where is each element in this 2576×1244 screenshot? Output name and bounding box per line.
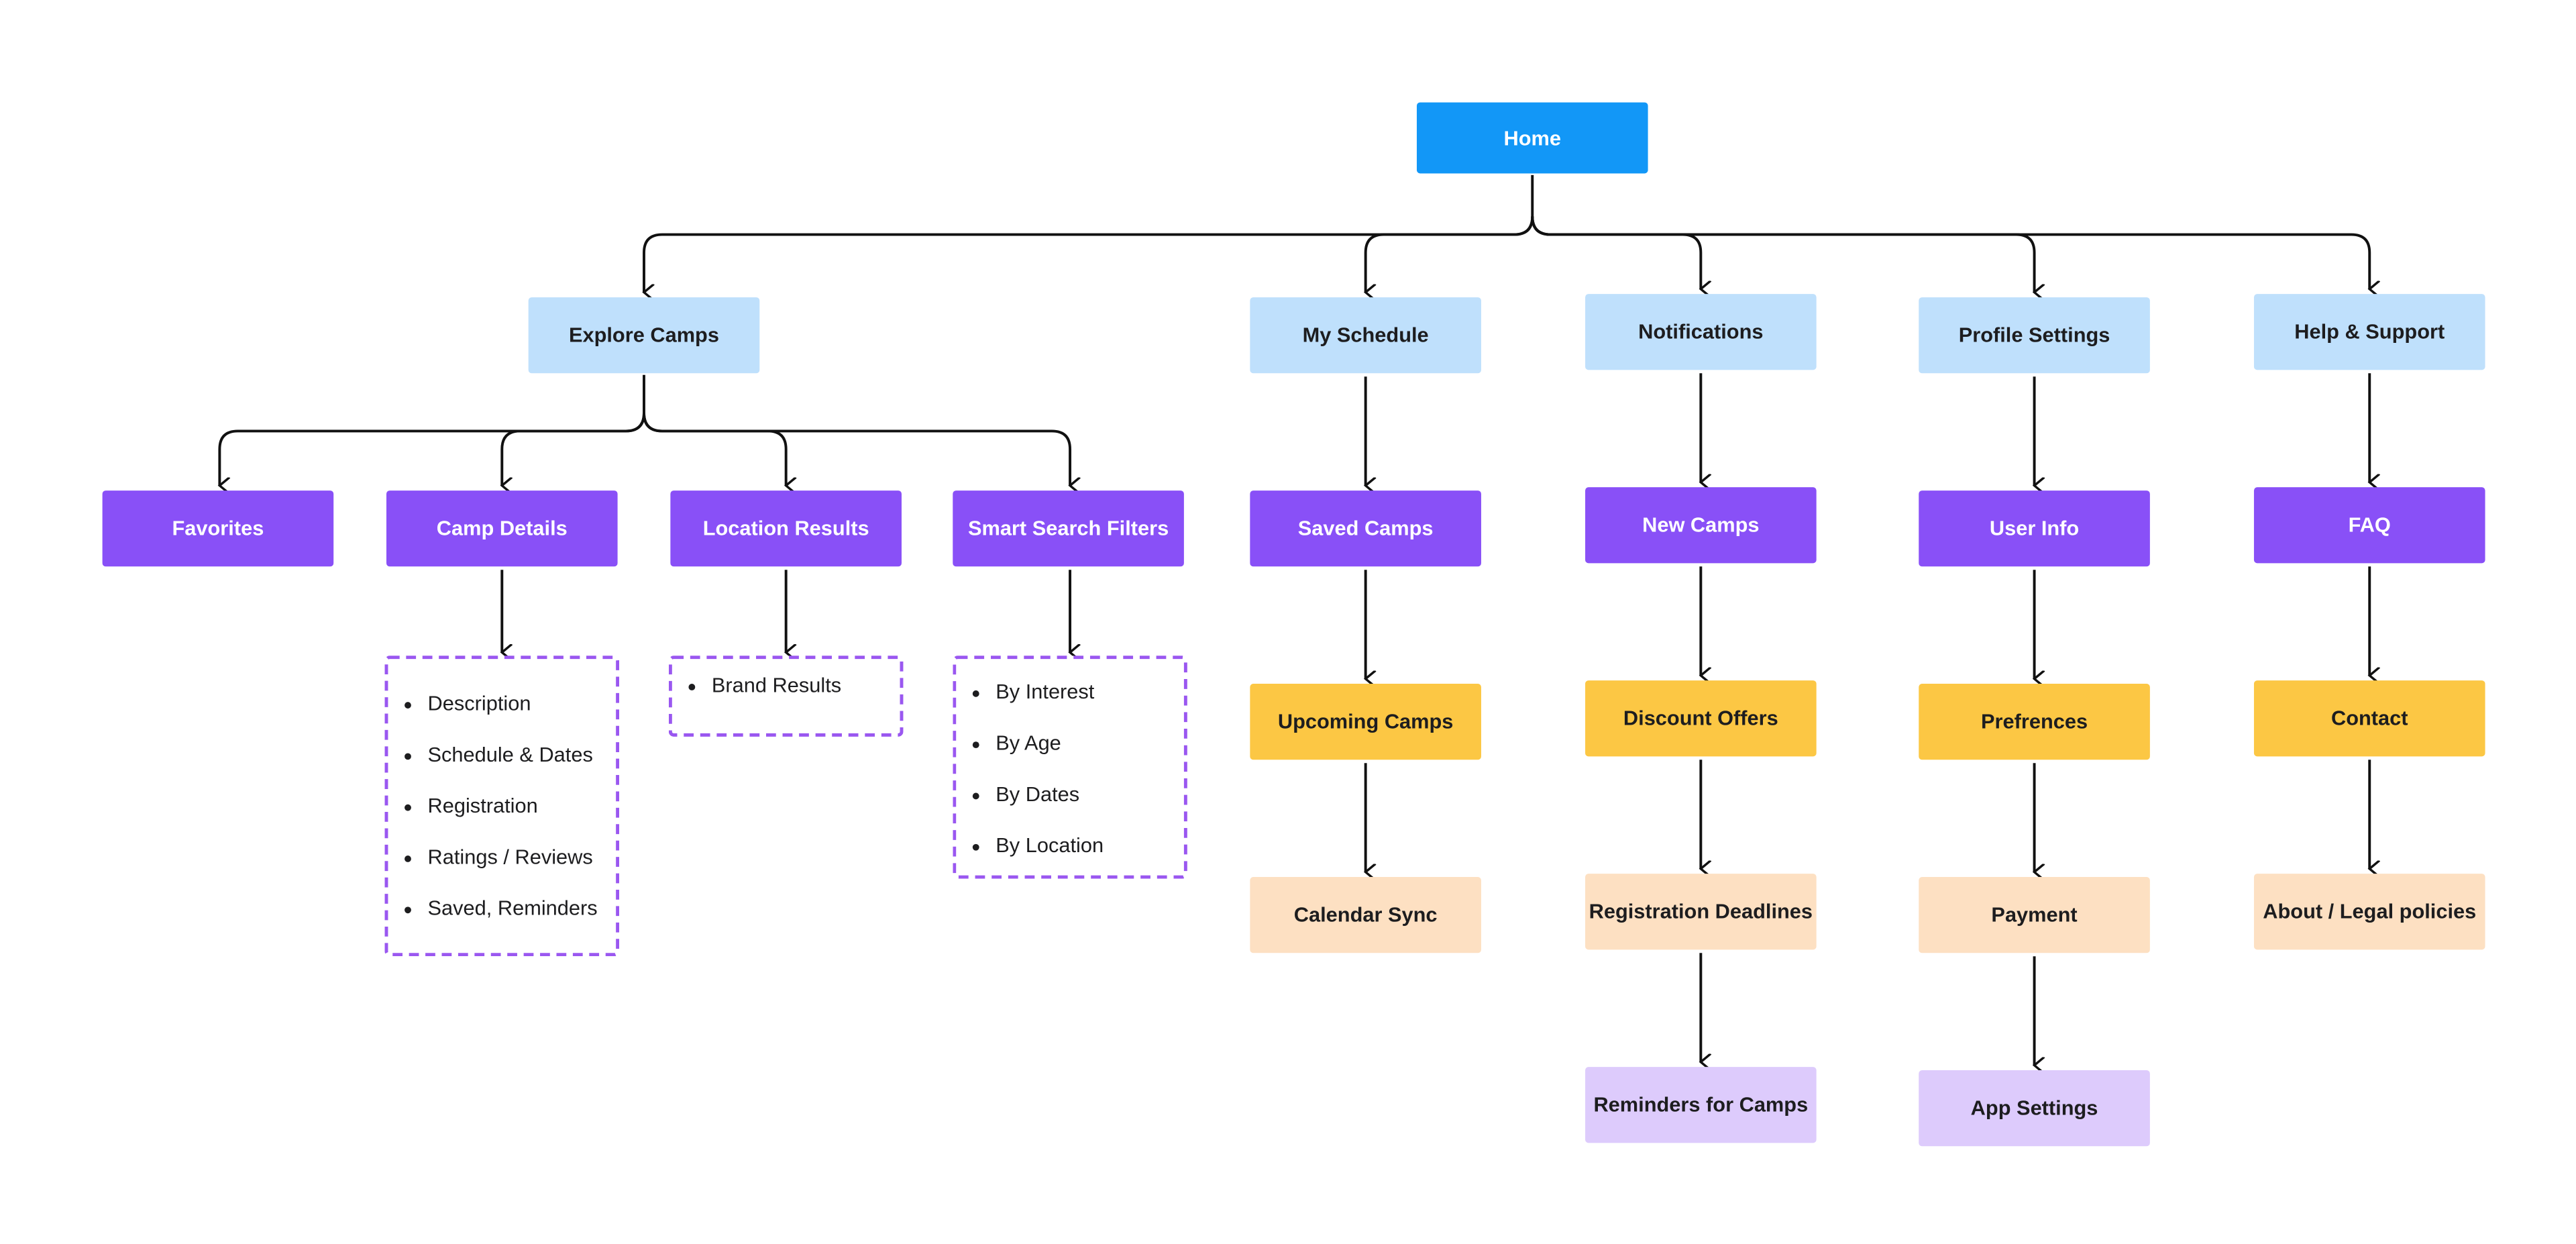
edge-explore-details	[502, 413, 645, 485]
node-preferences[interactable]: Prefrences	[1919, 684, 2150, 760]
list-item: Registration	[428, 794, 616, 817]
node-camp-details[interactable]: Camp Details	[386, 490, 618, 567]
node-app-settings[interactable]: App Settings	[1919, 1070, 2150, 1147]
edge-home-profile	[1531, 216, 2034, 292]
edge-home-notifications	[1531, 216, 1701, 289]
list-item: Brand Results	[712, 674, 900, 696]
list-item: By Dates	[996, 783, 1184, 806]
node-favorites[interactable]: Favorites	[102, 490, 334, 567]
list-item: Saved, Reminders	[428, 897, 616, 920]
node-upcoming-camps[interactable]: Upcoming Camps	[1250, 684, 1481, 760]
node-registration-deadlines[interactable]: Registration Deadlines	[1585, 874, 1817, 950]
node-profile-settings[interactable]: Profile Settings	[1919, 297, 2150, 374]
node-help-support[interactable]: Help & Support	[2253, 294, 2485, 370]
node-my-schedule[interactable]: My Schedule	[1250, 297, 1481, 374]
node-location-results[interactable]: Location Results	[670, 490, 902, 567]
edge-explore-filters	[643, 413, 1070, 485]
node-calendar-sync[interactable]: Calendar Sync	[1250, 877, 1481, 953]
node-user-info[interactable]: User Info	[1919, 490, 2150, 567]
edge-home-schedule	[1366, 216, 1534, 292]
node-discount-offers[interactable]: Discount Offers	[1585, 680, 1817, 757]
list-item: Ratings / Reviews	[428, 845, 616, 868]
node-contact[interactable]: Contact	[2253, 680, 2485, 757]
list-item: By Location	[996, 834, 1184, 857]
node-notifications[interactable]: Notifications	[1585, 294, 1817, 370]
list-item: By Age	[996, 731, 1184, 754]
node-about-legal[interactable]: About / Legal policies	[2253, 874, 2485, 950]
node-saved-camps[interactable]: Saved Camps	[1250, 490, 1481, 567]
edge-home-help	[1531, 216, 2369, 289]
node-smart-search-filters[interactable]: Smart Search Filters	[953, 490, 1184, 567]
camp-details-list: Description Schedule & Dates Registratio…	[384, 656, 620, 957]
edge-explore-location	[643, 413, 786, 485]
smart-filters-list: By Interest By Age By Dates By Location	[953, 656, 1187, 879]
list-item: Description	[428, 692, 616, 715]
node-explore-camps[interactable]: Explore Camps	[528, 297, 760, 374]
node-payment[interactable]: Payment	[1919, 877, 2150, 953]
location-results-list: Brand Results	[668, 656, 904, 737]
node-new-camps[interactable]: New Camps	[1585, 487, 1817, 564]
node-faq[interactable]: FAQ	[2253, 487, 2485, 564]
list-item: Schedule & Dates	[428, 743, 616, 766]
node-reminders-for-camps[interactable]: Reminders for Camps	[1585, 1067, 1817, 1143]
node-home[interactable]: Home	[1416, 102, 1648, 174]
list-item: By Interest	[996, 680, 1184, 703]
